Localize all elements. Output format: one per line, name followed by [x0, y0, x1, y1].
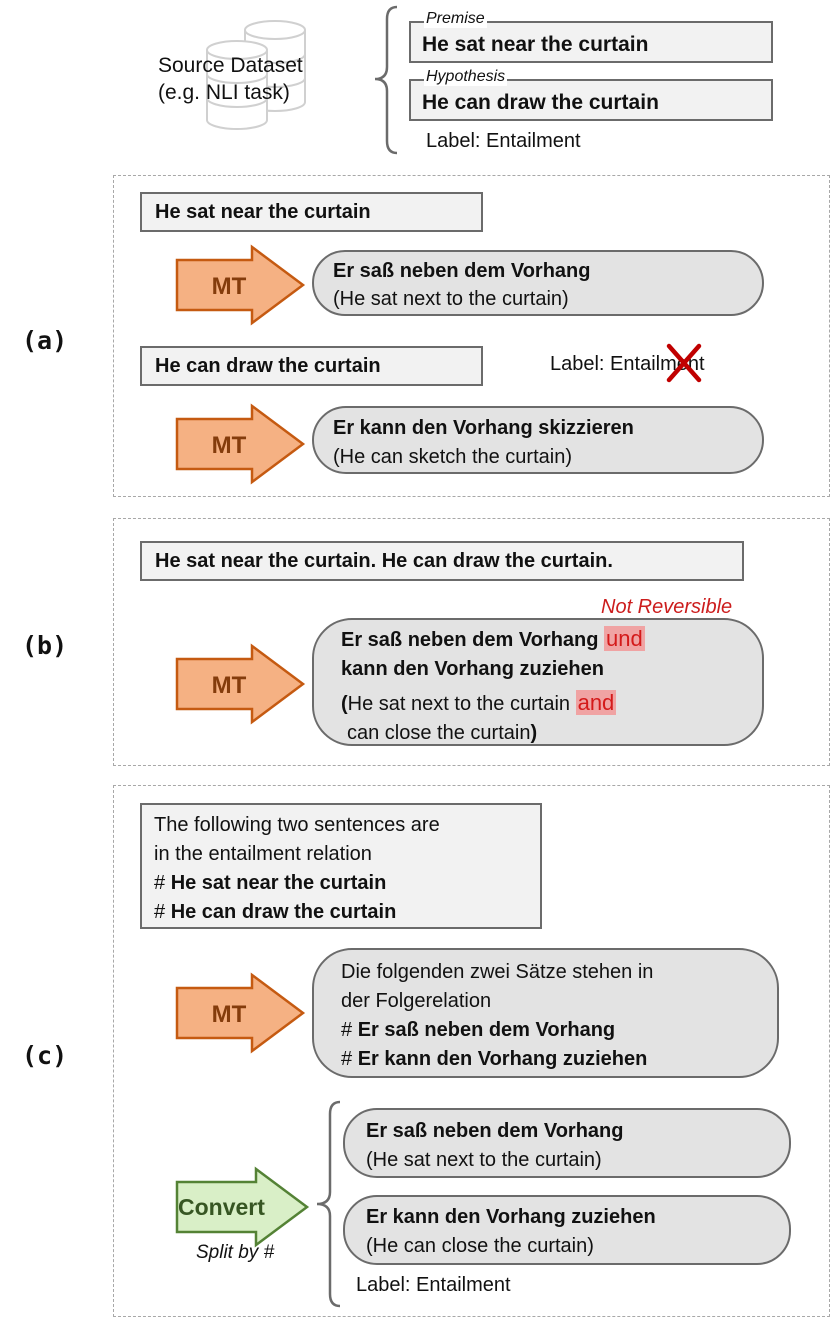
panel-b-input-box — [140, 541, 744, 581]
panel-c-prompt-s2-text: He can draw the curtain — [170, 901, 397, 923]
premise-text: He sat near the curtain — [422, 33, 649, 56]
output-brace — [316, 1100, 341, 1308]
panel-a-premise-de: Er saß neben dem Vorhang — [333, 260, 591, 282]
panel-b-input-text: He sat near the curtain. He can draw the… — [155, 550, 613, 572]
hash-mark: # — [154, 872, 171, 894]
panel-c-output2 — [343, 1195, 791, 1265]
panel-c-de-line2: der Folgerelation — [341, 990, 492, 1012]
panel-a-label-crossed: Label: Entailment — [550, 353, 705, 375]
mt-arrow-icon — [175, 972, 306, 1054]
panel-c-de-s1-text: Er saß neben dem Vorhang — [357, 1019, 616, 1041]
hash-mark: # — [341, 1048, 358, 1070]
panel-c-output1 — [343, 1108, 791, 1178]
source-label: Label: Entailment — [426, 130, 581, 152]
convert-label: Convert — [178, 1194, 265, 1220]
source-dataset-example: (e.g. NLI task) — [158, 81, 290, 104]
panel-c-prompt-box — [140, 803, 542, 929]
not-reversible-note: Not Reversible — [601, 596, 733, 618]
panel-b-de-conj: und — [604, 626, 645, 651]
panel-a-premise-translation — [312, 250, 764, 316]
panel-b-de-line2: kann den Vorhang zuziehen — [341, 658, 604, 680]
panel-c-prompt-line2: in the entailment relation — [154, 843, 372, 865]
convert-arrow-icon — [175, 1166, 310, 1248]
panel-b-back-part1: He sat next to the curtain — [347, 693, 571, 715]
hypothesis-text: He can draw the curtain — [422, 91, 659, 114]
panel-b-de-part1: Er saß neben dem Vorhang — [341, 629, 599, 651]
database-icon — [206, 20, 306, 130]
panel-a-hypothesis-de: Er kann den Vorhang skizzieren — [333, 417, 634, 439]
panel-c-de-s2: # Er kann den Vorhang zuziehen — [341, 1046, 647, 1072]
mt-label: MT — [211, 672, 247, 699]
panel-c-prompt-s2: # He can draw the curtain — [154, 899, 396, 925]
panel-c-translation — [312, 948, 779, 1078]
panel-c-de-line1: Die folgenden zwei Sätze stehen in — [341, 961, 654, 983]
panel-b-tag: (b) — [22, 631, 68, 660]
panel-a-hypothesis-translation — [312, 406, 764, 474]
panel-a-hypothesis-back: (He can sketch the curtain) — [333, 446, 572, 468]
convert-note: Split by # — [196, 1242, 275, 1263]
mt-label: MT — [211, 273, 247, 300]
panel-a-premise-text: He sat near the curtain — [155, 201, 371, 223]
mt-arrow-icon — [175, 244, 306, 326]
premise-box — [409, 21, 773, 63]
panel-c-tag: (c) — [22, 1041, 68, 1070]
panel-b-back-line1: (He sat next to the curtain and — [341, 690, 617, 717]
panel-a-tag: (a) — [22, 326, 68, 355]
premise-tag: Premise — [424, 10, 487, 28]
panel-c-out1-de: Er saß neben dem Vorhang — [366, 1120, 624, 1142]
panel-c-prompt-s1: # He sat near the curtain — [154, 870, 386, 896]
hash-mark: # — [341, 1019, 358, 1041]
hypothesis-box — [409, 79, 773, 121]
panel-c-label: Label: Entailment — [356, 1274, 511, 1296]
panel-a-premise-box — [140, 192, 483, 232]
panel-b-back-close: ) — [530, 722, 538, 744]
mt-label: MT — [211, 432, 247, 459]
panel-b-back-line2: can close the curtain) — [347, 720, 537, 746]
mt-label: MT — [211, 1001, 247, 1028]
mt-arrow-icon — [175, 643, 306, 725]
source-brace — [374, 5, 398, 155]
panel-c-out1-back: (He sat next to the curtain) — [366, 1149, 602, 1171]
panel-b-back-open: ( — [341, 693, 348, 715]
mt-arrow-icon — [175, 403, 306, 485]
panel-c-out2-back: (He can close the curtain) — [366, 1235, 594, 1257]
panel-c-prompt-s1-text: He sat near the curtain — [170, 872, 387, 894]
cross-icon — [666, 343, 702, 383]
panel-b-back-part2: can close the curtain — [347, 722, 531, 744]
panel-c-de-s2-text: Er kann den Vorhang zuziehen — [357, 1048, 648, 1070]
hypothesis-tag: Hypothesis — [424, 68, 508, 86]
panel-c-prompt-line1: The following two sentences are — [154, 814, 440, 836]
panel-c-de-s1: # Er saß neben dem Vorhang — [341, 1017, 615, 1043]
panel-a-premise-back: (He sat next to the curtain) — [333, 288, 569, 310]
source-dataset-label: Source Dataset — [158, 54, 303, 77]
panel-a-hypothesis-box — [140, 346, 483, 386]
panel-b-translation — [312, 618, 764, 746]
hash-mark: # — [154, 901, 171, 923]
panel-a-hypothesis-text: He can draw the curtain — [155, 355, 381, 377]
panel-c-out2-de: Er kann den Vorhang zuziehen — [366, 1206, 656, 1228]
panel-b-de-line1: Er saß neben dem Vorhang und — [341, 626, 645, 653]
panel-b-back-conj: and — [575, 690, 617, 715]
